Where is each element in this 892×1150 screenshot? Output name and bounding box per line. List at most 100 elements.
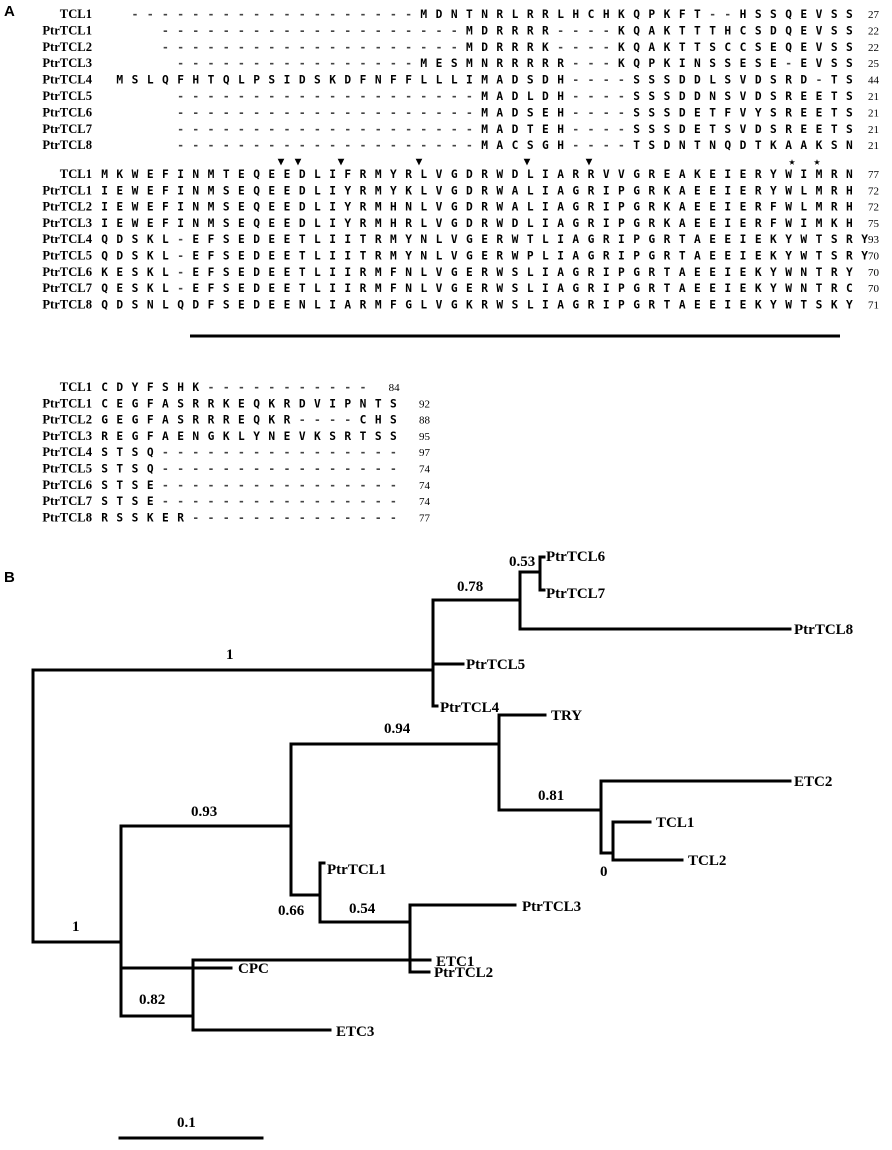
residue: K	[147, 266, 154, 279]
residue: R	[223, 414, 230, 427]
residue: -	[177, 463, 184, 476]
residue: E	[694, 298, 701, 311]
residue: R	[512, 24, 519, 37]
residue: V	[451, 250, 458, 263]
residue: K	[314, 430, 321, 443]
seq-position: 74	[419, 496, 431, 508]
residue: T	[816, 282, 823, 295]
star-marker: ★	[814, 155, 821, 168]
residue: -	[208, 57, 215, 70]
residue: M	[466, 41, 473, 54]
seq-position: 21	[868, 124, 879, 136]
residue: E	[816, 90, 823, 103]
residue: F	[390, 266, 397, 279]
seq-name: TCL1	[60, 7, 92, 21]
residue: Q	[101, 298, 108, 311]
residue: A	[679, 184, 686, 197]
residue: A	[679, 201, 686, 214]
residue: -	[314, 24, 321, 37]
residue: G	[633, 266, 640, 279]
seq-position: 74	[419, 464, 431, 476]
residue: L	[800, 201, 807, 214]
residue: -	[192, 139, 199, 152]
residue: D	[800, 74, 807, 87]
residue: R	[405, 217, 412, 230]
residue: S	[101, 446, 108, 459]
residue: Q	[177, 298, 184, 311]
residue: S	[831, 57, 838, 70]
residue: S	[132, 446, 139, 459]
residue: -	[192, 463, 199, 476]
residue: W	[496, 168, 503, 181]
residue: H	[557, 139, 564, 152]
residue: E	[542, 123, 549, 136]
residue: -	[299, 106, 306, 119]
residue: M	[481, 90, 488, 103]
residue: E	[162, 511, 169, 524]
residue: -	[299, 8, 306, 21]
residue: E	[755, 233, 762, 246]
residue: -	[329, 8, 336, 21]
residue: W	[785, 298, 792, 311]
residue: E	[740, 298, 747, 311]
residue: E	[709, 233, 716, 246]
residue: -	[147, 8, 154, 21]
residue: W	[800, 233, 807, 246]
seq-name: PtrTCL2	[42, 40, 92, 54]
residue: W	[785, 201, 792, 214]
residue: P	[618, 298, 625, 311]
residue: S	[648, 74, 655, 87]
residue: F	[162, 184, 169, 197]
residue: L	[314, 250, 321, 263]
residue: K	[831, 217, 838, 230]
residue: Y	[785, 233, 792, 246]
residue: N	[800, 282, 807, 295]
residue: E	[694, 217, 701, 230]
residue: A	[496, 106, 503, 119]
residue: E	[116, 201, 123, 214]
residue: S	[132, 495, 139, 508]
residue: I	[618, 250, 625, 263]
seq-name: PtrTCL8	[42, 510, 92, 524]
residue: I	[603, 217, 610, 230]
residue: -	[375, 511, 382, 524]
residue: V	[299, 430, 306, 443]
residue: G	[405, 298, 412, 311]
residue: -	[360, 495, 367, 508]
residue: I	[542, 298, 549, 311]
residue: P	[633, 250, 640, 263]
residue: S	[223, 298, 230, 311]
residue: -	[238, 106, 245, 119]
residue: L	[527, 282, 534, 295]
residue: N	[375, 74, 382, 87]
residue: F	[162, 168, 169, 181]
residue: R	[785, 90, 792, 103]
residue: R	[755, 168, 762, 181]
residue: T	[664, 282, 671, 295]
residue: A	[557, 201, 564, 214]
residue: A	[512, 201, 519, 214]
residue: E	[284, 168, 291, 181]
residue: L	[557, 8, 564, 21]
residue: S	[846, 106, 853, 119]
residue: T	[116, 495, 123, 508]
residue: -	[375, 463, 382, 476]
residue: E	[800, 90, 807, 103]
residue: -	[284, 446, 291, 459]
residue: -	[557, 24, 564, 37]
residue: -	[177, 123, 184, 136]
residue: -	[208, 106, 215, 119]
seq-position: 44	[868, 75, 880, 87]
residue: L	[420, 184, 427, 197]
residue: -	[390, 495, 397, 508]
leaf-ptrtcl4: PtrTCL4	[440, 700, 500, 716]
residue: R	[496, 41, 503, 54]
residue: W	[785, 184, 792, 197]
residue: R	[177, 511, 184, 524]
residue: -	[436, 106, 443, 119]
residue: H	[846, 184, 853, 197]
residue: R	[588, 201, 595, 214]
residue: R	[360, 298, 367, 311]
residue: S	[664, 123, 671, 136]
residue: -	[405, 8, 412, 21]
